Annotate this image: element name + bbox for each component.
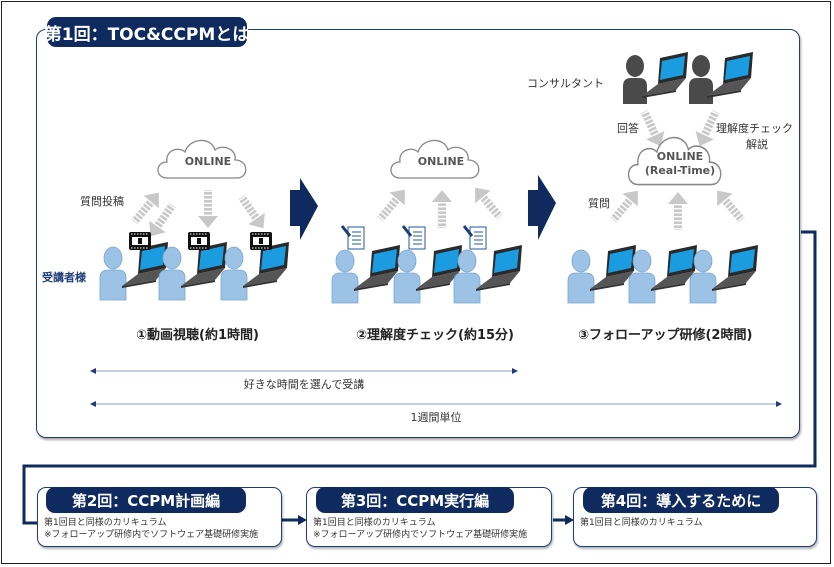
step2-label: ②理解度チェック(約15分) [356, 328, 514, 343]
cloud-step3-label-line2: (Real-Time) [644, 164, 716, 177]
arrow-up-1 [372, 183, 413, 226]
laptop-icon [707, 52, 753, 98]
session4-title: 第4回：導入するために [583, 487, 779, 513]
person-icon [99, 246, 127, 301]
answer-label: 回答 [617, 122, 639, 135]
question-post-label: 質問投稿 [80, 195, 124, 208]
next-step-arrow [528, 175, 556, 240]
checklist-document-icon [462, 224, 488, 251]
laptop-icon [712, 245, 758, 291]
session4-line1: 第1回目と同様のカリキュラム [580, 518, 703, 528]
cloud-step1-label: ONLINE [184, 155, 232, 168]
laptop-icon [476, 245, 522, 291]
video-film-icon [249, 231, 273, 251]
session3-line2: ※フォローアップ研修内でソフトウェア基礎研修実施 [313, 530, 528, 540]
session1-title: 第1回：TOC&CCPMとは [45, 17, 249, 47]
checklist-document-icon [340, 224, 366, 251]
explanation-label-line1: 理解度チェック [716, 122, 793, 135]
session2-line2: ※フォローアップ研修内でソフトウェア基礎研修実施 [44, 530, 259, 540]
laptop-icon [642, 52, 688, 98]
span-long-label: 1週間単位 [410, 411, 462, 424]
arrow-up-2 [432, 190, 452, 228]
cloud-step2-label: ONLINE [417, 155, 465, 168]
laptop-icon [354, 245, 400, 291]
arrow-question [605, 184, 646, 227]
step3-label: ③フォローアップ研修(2時間) [578, 328, 753, 343]
consultant-label: コンサルタント [527, 77, 604, 90]
session3-title: 第3回：CCPM実行編 [316, 487, 514, 513]
video-film-icon [187, 231, 211, 251]
learners-label: 受講者様 [42, 271, 86, 284]
session2-title: 第2回：CCPM計画編 [46, 487, 246, 513]
span-arrow-short [90, 368, 518, 374]
arrow-up-3 [467, 181, 508, 224]
arrow-up [709, 184, 750, 227]
checklist-document-icon [401, 224, 427, 251]
explanation-label-line2: 解説 [746, 138, 768, 151]
arrow-down-2 [198, 190, 218, 228]
session2-line1: 第1回目と同様のカリキュラム [44, 518, 167, 528]
cloud-step3-label-line1: ONLINE [656, 150, 704, 163]
step1-label: ①動画視聴(約1時間) [136, 328, 259, 343]
arrow-up [668, 192, 688, 230]
session3-line1: 第1回目と同様のカリキュラム [313, 518, 436, 528]
person-icon [331, 249, 359, 304]
next-step-arrow [290, 178, 318, 240]
person-icon [567, 249, 595, 304]
span-short-label: 好きな時間を選んで受講 [243, 378, 365, 391]
span-arrow-long [90, 401, 782, 407]
arrow-down-3 [233, 191, 272, 235]
question-label: 質問 [588, 197, 610, 210]
video-film-icon [128, 231, 152, 251]
